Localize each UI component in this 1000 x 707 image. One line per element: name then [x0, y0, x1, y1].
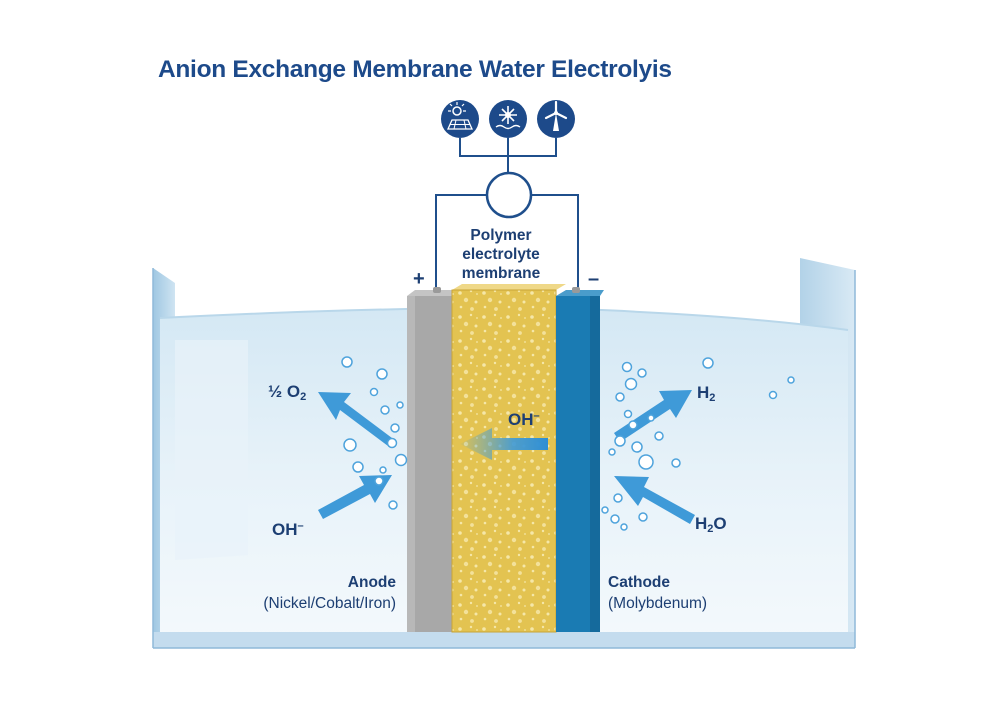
bubble — [623, 409, 633, 419]
anode-reactant-label: OH– — [272, 520, 304, 539]
solar-panel-icon — [441, 100, 479, 138]
bubble — [647, 414, 655, 422]
anode-electrode — [407, 287, 456, 632]
bubble — [631, 441, 643, 453]
cathode-electrode — [556, 287, 604, 632]
positive-terminal-label: + — [413, 268, 425, 290]
circuit-wiring — [435, 138, 579, 290]
bubble — [380, 405, 390, 415]
bubble — [386, 437, 398, 449]
bubble — [787, 376, 795, 384]
ion-transport-arrow — [460, 428, 548, 460]
bubble — [388, 500, 398, 510]
power-supply-symbol — [485, 171, 533, 219]
bubble — [620, 523, 628, 531]
bubble — [637, 368, 647, 378]
cathode-reactant-arrow — [614, 476, 695, 524]
anode-product-label: ½ O2 — [268, 382, 307, 403]
cathode-reactant-label: H2O — [695, 514, 727, 535]
wind-turbine-icon — [537, 100, 575, 138]
bubble — [621, 361, 633, 373]
bubble — [369, 387, 379, 397]
anode-material: (Nickel/Cobalt/Iron) — [263, 595, 396, 612]
page-title: Anion Exchange Membrane Water Electrolyi… — [158, 56, 672, 83]
bubble — [638, 512, 648, 522]
membrane-label: Polymer electrolyte membrane — [461, 227, 541, 282]
cathode-product-label: H2 — [697, 383, 716, 404]
anode-name: Anode — [347, 574, 396, 591]
bubble — [768, 390, 778, 400]
bubble — [615, 392, 625, 402]
bubble — [610, 514, 620, 524]
bubble — [614, 435, 626, 447]
cathode-label: Cathode (Molybdenum) — [608, 574, 707, 613]
bubble — [394, 453, 408, 467]
bubble — [396, 401, 404, 409]
bubble — [613, 493, 623, 503]
bubble — [376, 368, 388, 380]
ion-transport-label: OH– — [508, 410, 540, 429]
anode-product-arrow — [318, 392, 392, 446]
negative-terminal-label: – — [588, 268, 600, 290]
bubble — [374, 476, 384, 486]
bubble — [638, 454, 654, 470]
bubble — [628, 420, 638, 430]
hydro-turbine-icon — [489, 100, 527, 138]
cathode-material: (Molybdenum) — [608, 595, 708, 612]
bubble — [343, 438, 357, 452]
bubble — [624, 377, 638, 391]
bubble — [379, 466, 387, 474]
bubble — [654, 431, 664, 441]
bubble — [390, 423, 400, 433]
cathode-name: Cathode — [608, 574, 670, 591]
anode-label: Anode (Nickel/Cobalt/Iron) — [236, 574, 396, 613]
bubble — [352, 461, 364, 473]
bubble — [601, 506, 609, 514]
bubble — [341, 356, 353, 368]
gas-bubbles — [341, 356, 795, 531]
bubble — [608, 448, 616, 456]
bubble — [702, 357, 714, 369]
membrane — [451, 284, 566, 633]
bubble — [671, 458, 681, 468]
anode-reactant-arrow — [318, 475, 392, 519]
